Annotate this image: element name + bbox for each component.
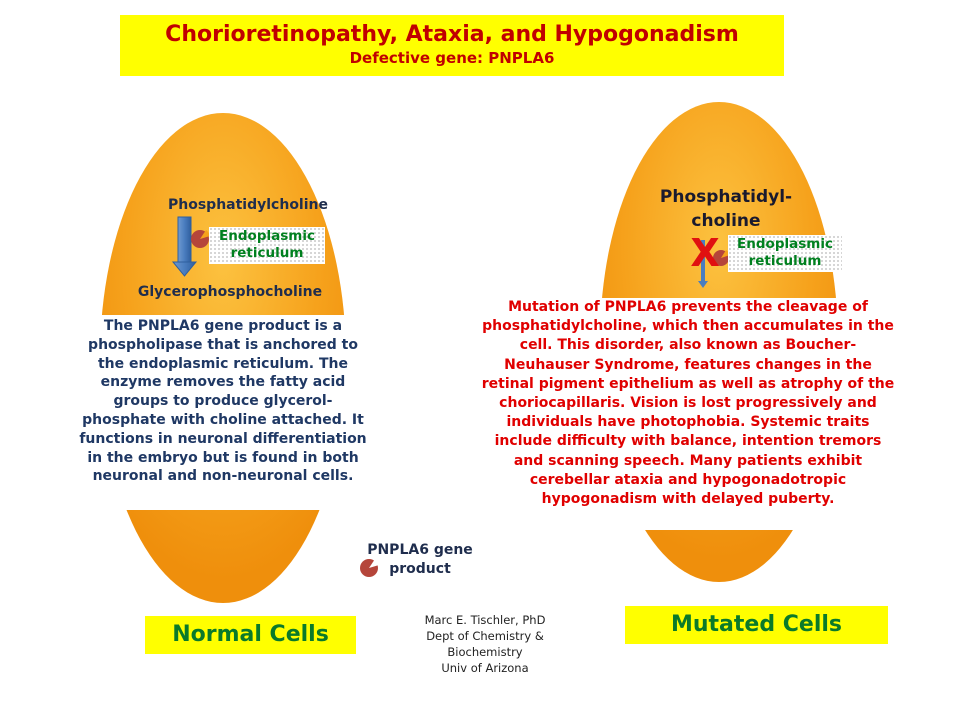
enzyme-icon — [191, 230, 210, 248]
mutated-enzyme-icon — [713, 250, 730, 266]
title-banner: Chorioretinopathy, Ataxia, and Hypogonad… — [120, 15, 784, 76]
normal-substrate-label: Phosphatidylcholine — [168, 197, 328, 213]
blocked-x-mark: X — [690, 231, 720, 275]
mutated-substrate-label: Phosphatidyl- choline — [659, 187, 793, 231]
reaction-arrow — [171, 216, 198, 277]
page-title: Chorioretinopathy, Ataxia, and Hypogonad… — [165, 22, 739, 47]
author-credit: Marc E. Tischler, PhD Dept of Chemistry … — [424, 613, 546, 675]
mutated-er-label: Endoplasmic reticulum — [728, 235, 842, 272]
normal-description: The PNPLA6 gene product is a phospholipa… — [70, 315, 376, 510]
mutation-description: Mutation of PNPLA6 prevents the cleavage… — [474, 298, 902, 530]
blocked-arrow — [698, 240, 708, 288]
page-subtitle: Defective gene: PNPLA6 — [349, 49, 555, 67]
legend-enzyme-icon — [360, 559, 379, 577]
normal-product-label: Glycerophosphocholine — [137, 284, 323, 300]
normal-er-label: Endoplasmic reticulum — [209, 227, 325, 264]
legend-label: PNPLA6 gene product — [367, 542, 473, 577]
mutated-cells-label: Mutated Cells — [625, 606, 888, 644]
normal-cells-label: Normal Cells — [145, 616, 356, 654]
